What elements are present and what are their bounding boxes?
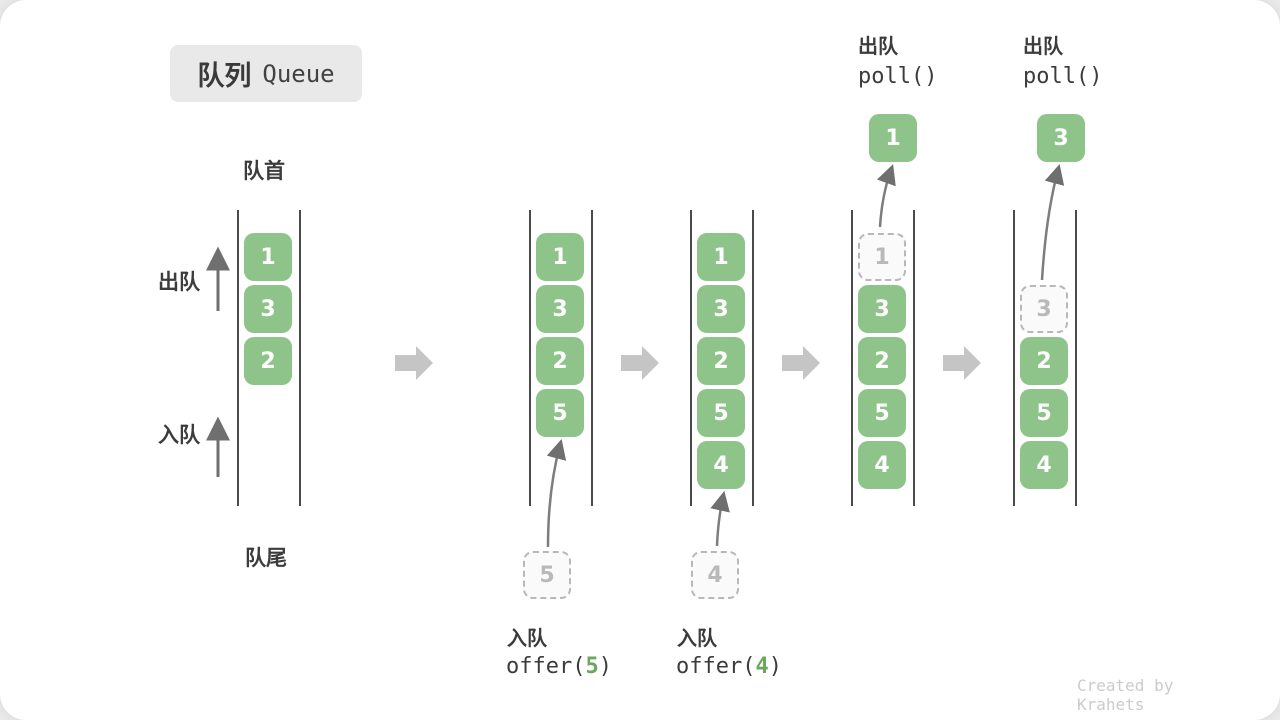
column-line <box>529 210 531 506</box>
floating-item-box: 1 <box>869 114 917 162</box>
label-queue-rear: 队尾 <box>245 547 287 570</box>
label-queue-front: 队首 <box>243 160 285 183</box>
queue-item-box: 5 <box>697 389 745 437</box>
queue-item-dashed-box: 3 <box>1020 285 1068 333</box>
title-box: 队列 Queue <box>170 45 362 102</box>
op-code-part: ) <box>768 654 782 679</box>
queue-item-box: 2 <box>1020 337 1068 385</box>
column-line <box>1013 210 1015 506</box>
queue-item-box: 3 <box>697 285 745 333</box>
queue-item-box: 1 <box>697 233 745 281</box>
queue-item-box: 2 <box>244 337 292 385</box>
column-line <box>591 210 593 506</box>
column-line <box>690 210 692 506</box>
floating-item-box: 3 <box>1037 114 1085 162</box>
op-code-part: offer( <box>506 654 586 679</box>
column-line <box>913 210 915 506</box>
op-label-action: 出队 <box>858 36 898 58</box>
op-code-part: ) <box>598 654 612 679</box>
queue-item-dashed-box: 1 <box>858 233 906 281</box>
queue-item-box: 2 <box>536 337 584 385</box>
queue-item-box: 3 <box>244 285 292 333</box>
op-label-action: 出队 <box>1023 36 1063 58</box>
op-code-part: offer( <box>676 654 756 679</box>
curved-arrow-icon <box>876 164 896 228</box>
queue-item-box: 4 <box>1020 441 1068 489</box>
op-label-action: 入队 <box>677 628 717 650</box>
queue-item-box: 3 <box>536 285 584 333</box>
queue-item-box: 5 <box>536 389 584 437</box>
block-arrow-icon <box>621 346 659 380</box>
title-chinese: 队列 <box>197 61 252 91</box>
column-line <box>851 210 853 506</box>
title-english: Queue <box>262 59 335 88</box>
block-arrow-icon <box>943 346 981 380</box>
queue-item-box: 5 <box>1020 389 1068 437</box>
queue-item-box: 1 <box>244 233 292 281</box>
queue-item-box: 5 <box>858 389 906 437</box>
queue-item-box: 3 <box>858 285 906 333</box>
watermark: Created by Krahets <box>1077 676 1174 714</box>
pending-item-box: 5 <box>523 551 571 599</box>
column-line <box>237 210 239 506</box>
curved-arrow-icon <box>1040 163 1065 281</box>
op-label-code: poll() <box>1023 64 1103 89</box>
op-code-part: 5 <box>585 654 599 679</box>
op-label-code: offer(4) <box>676 654 782 679</box>
block-arrow-icon <box>782 346 820 380</box>
pending-item-box: 4 <box>691 551 739 599</box>
queue-item-box: 2 <box>697 337 745 385</box>
curved-arrow-icon <box>710 490 730 547</box>
column-line <box>1075 210 1077 506</box>
column-line <box>752 210 754 506</box>
op-label-code: offer(5) <box>506 654 612 679</box>
label-dequeue-left: 出队 <box>158 271 200 294</box>
label-enqueue-left: 入队 <box>158 424 200 447</box>
queue-item-box: 2 <box>858 337 906 385</box>
op-code-part: 4 <box>755 654 769 679</box>
op-label-code: poll() <box>858 64 938 89</box>
curved-arrow-icon <box>546 438 567 548</box>
block-arrow-icon <box>395 346 433 380</box>
column-line <box>299 210 301 506</box>
op-label-action: 入队 <box>507 628 547 650</box>
queue-item-box: 4 <box>697 441 745 489</box>
queue-item-box: 1 <box>536 233 584 281</box>
queue-item-box: 4 <box>858 441 906 489</box>
